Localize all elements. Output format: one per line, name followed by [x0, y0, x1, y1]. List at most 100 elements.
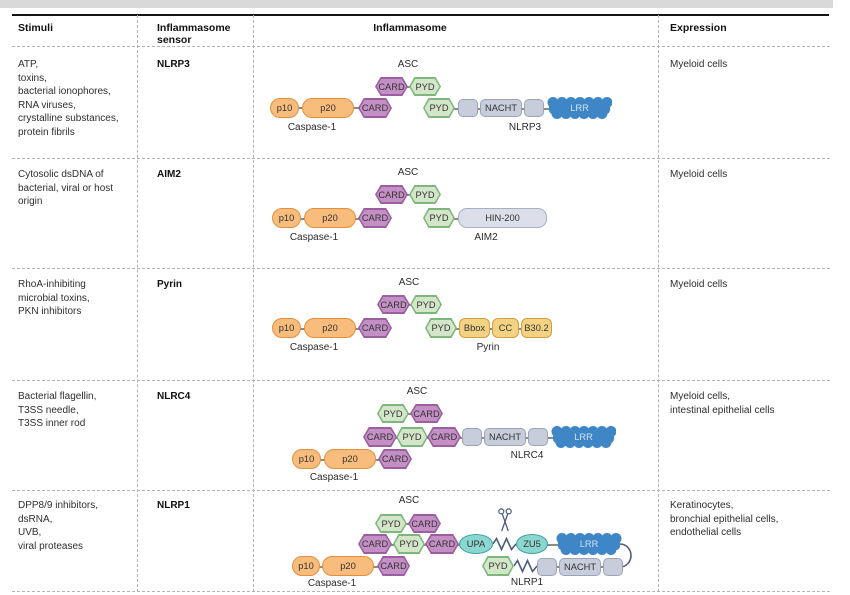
row-divider-1	[12, 158, 830, 159]
sensor-pyrin: Pyrin	[157, 279, 183, 290]
asc-label: ASC	[397, 59, 419, 70]
expression-nlrp1: Keratinocytes, bronchial epithelial cell…	[670, 500, 779, 538]
card-domain: CARD	[358, 208, 392, 228]
nacht-domain: NACHT	[480, 99, 522, 117]
pyrin-label: Pyrin	[476, 342, 500, 353]
row-divider-3	[12, 380, 830, 381]
lrr-domain: LRR	[547, 97, 613, 119]
p20-domain: p20	[302, 98, 354, 118]
lrr-domain: LRR	[551, 426, 617, 448]
caspase-1-label: Caspase-1	[289, 232, 339, 243]
card-domain: CARD	[358, 534, 392, 554]
row-divider-2	[12, 268, 830, 269]
scissors-icon	[497, 508, 513, 533]
p10-domain: p10	[272, 318, 301, 338]
column-divider-1	[137, 15, 138, 592]
connector-line	[532, 544, 572, 546]
linker-domain	[458, 99, 478, 117]
stimuli-nlrp3: ATP, toxins, bacterial ionophores, RNA v…	[18, 59, 119, 138]
header-expression: Expression	[670, 22, 727, 34]
linker-domain	[528, 428, 548, 446]
connector-arc	[619, 539, 635, 571]
column-divider-2	[253, 15, 254, 592]
caspase-1-label: Caspase-1	[289, 342, 339, 353]
header-inflammasome-sensor: Inflammasome sensor	[157, 22, 231, 46]
cleavage-zigzag	[513, 556, 538, 576]
card-domain: CARD	[363, 427, 397, 447]
upa-domain: UPA	[459, 534, 493, 554]
aim2-label: AIM2	[474, 232, 498, 243]
stimuli-pyrin: RhoA-inhibiting microbial toxins, PKN in…	[18, 279, 90, 317]
linker-domain	[603, 558, 623, 576]
pyd-domain: PYD	[377, 404, 409, 423]
sensor-nlrp3: NLRP3	[157, 59, 190, 70]
expression-aim2: Myeloid cells	[670, 169, 728, 180]
b30-2-domain: B30.2	[521, 318, 552, 338]
card-domain: CARD	[427, 427, 461, 447]
pyd-domain: PYD	[425, 318, 457, 338]
sensor-aim2: AIM2	[157, 169, 181, 180]
top-gray-bar	[0, 0, 833, 8]
header-stimuli: Stimuli	[18, 22, 54, 34]
p10-domain: p10	[292, 556, 320, 576]
asc-label: ASC	[398, 495, 420, 506]
card-domain: CARD	[378, 449, 412, 469]
expression-pyrin: Myeloid cells	[670, 279, 728, 290]
expression-nlrc4: Myeloid cells, intestinal epithelial cel…	[670, 391, 775, 416]
column-divider-3	[658, 15, 659, 592]
pyd-domain: PYD	[423, 98, 455, 118]
lrr-domain: LRR	[556, 533, 622, 555]
p10-domain: p10	[270, 98, 299, 118]
nlrp3-label: NLRP3	[508, 122, 542, 133]
caspase-1-label: Caspase-1	[287, 122, 337, 133]
connector-line	[380, 437, 584, 439]
pyd-domain: PYD	[409, 77, 441, 96]
sensor-nlrp1: NLRP1	[157, 500, 190, 511]
p20-domain: p20	[304, 208, 356, 228]
header-inflammasome: Inflammasome	[373, 22, 447, 34]
hin-200-domain: HIN-200	[458, 208, 547, 228]
asc-label: ASC	[406, 386, 428, 397]
card-domain: CARD	[377, 556, 410, 576]
cc-domain: CC	[492, 318, 519, 338]
card-domain: CARD	[425, 534, 459, 554]
table-top-rule	[12, 14, 829, 16]
stimuli-nlrp1: DPP8/9 inhibitors, dsRNA, UVB, viral pro…	[18, 500, 99, 552]
pyd-domain: PYD	[375, 514, 407, 533]
linker-domain	[462, 428, 482, 446]
card-domain: CARD	[408, 514, 441, 533]
nacht-domain: NACHT	[559, 558, 601, 576]
caspase-1-label: Caspase-1	[309, 472, 359, 483]
card-domain: CARD	[358, 98, 392, 118]
linker-domain	[537, 558, 557, 576]
p10-domain: p10	[292, 449, 321, 469]
p20-domain: p20	[322, 556, 374, 576]
asc-label: ASC	[398, 277, 420, 288]
cleavage-zigzag	[492, 534, 517, 554]
pyd-domain: PYD	[482, 556, 514, 576]
bbox-domain: Bbox	[459, 318, 490, 338]
pyd-domain: PYD	[396, 427, 428, 447]
card-domain: CARD	[377, 295, 410, 314]
p20-domain: p20	[324, 449, 376, 469]
nacht-domain: NACHT	[484, 428, 526, 446]
nlrp1-label: NLRP1	[510, 577, 544, 588]
card-domain: CARD	[410, 404, 443, 423]
sensor-nlrc4: NLRC4	[157, 391, 191, 402]
pyd-domain: PYD	[393, 534, 425, 554]
asc-label: ASC	[397, 167, 419, 178]
expression-nlrp3: Myeloid cells	[670, 59, 728, 70]
stimuli-nlrc4: Bacterial flagellin, T3SS needle, T3SS i…	[18, 391, 97, 429]
card-domain: CARD	[375, 185, 408, 204]
linker-domain	[524, 99, 544, 117]
row-divider-header	[12, 46, 830, 47]
p10-domain: p10	[272, 208, 301, 228]
pyd-domain: PYD	[423, 208, 455, 228]
pyd-domain: PYD	[409, 185, 441, 204]
zu5-domain: ZU5	[516, 534, 548, 554]
p20-domain: p20	[304, 318, 356, 338]
card-domain: CARD	[358, 318, 392, 338]
connector-line	[375, 544, 475, 546]
